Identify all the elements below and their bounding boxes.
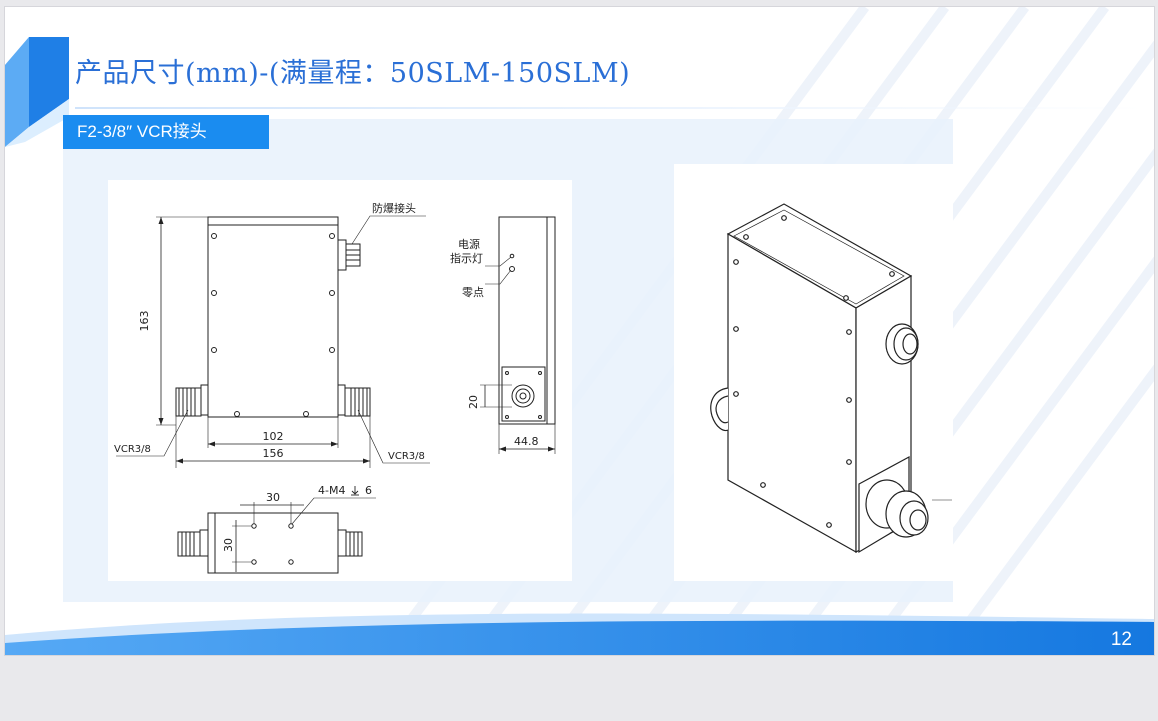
side-width-dimension: 44.8 <box>514 435 539 448</box>
bottom-hole-spacing-y: 30 <box>222 538 235 552</box>
side-port-height-dimension: 20 <box>467 395 480 409</box>
slide: 产品尺寸(mm)-(满量程：50SLM-150SLM) F2-3/8″ VCR接… <box>5 7 1154 655</box>
thread-spec-label: 4-M4 <box>318 484 345 497</box>
explosion-proof-fitting <box>337 239 361 271</box>
front-height-dimension: 163 <box>138 311 151 332</box>
left-vcr-fitting <box>175 384 209 417</box>
section-label: F2-3/8″ VCR接头 <box>63 115 269 149</box>
zero-point-label: 零点 <box>462 286 484 299</box>
left-fitting-label: VCR3/8 <box>114 444 151 455</box>
title-underline <box>75 107 1145 109</box>
explosion-proof-label: 防爆接头 <box>372 201 416 215</box>
iso-explosion-proof-fitting <box>885 323 919 365</box>
isometric-view-panel <box>674 164 953 581</box>
depth-symbol-icon <box>351 486 359 496</box>
front-inner-width-dimension: 102 <box>263 430 284 443</box>
thread-depth-label: 6 <box>365 484 372 497</box>
right-vcr-fitting <box>337 384 371 417</box>
slide-title: 产品尺寸(mm)-(满量程：50SLM-150SLM) <box>75 58 631 89</box>
dimension-drawing-panel: 163 102 156 VCR3/8 VCR3/8 防爆接头 <box>108 180 572 581</box>
dimension-drawing: 163 102 156 VCR3/8 VCR3/8 防爆接头 <box>114 201 556 574</box>
front-overall-width-dimension: 156 <box>263 447 284 460</box>
isometric-drawing <box>710 203 952 554</box>
front-view <box>116 215 430 468</box>
corner-accent-shape <box>5 37 69 147</box>
iso-right-vcr-fitting <box>865 479 929 538</box>
iso-left-vcr-fitting <box>710 387 729 432</box>
side-view <box>480 216 556 454</box>
right-fitting-label: VCR3/8 <box>388 451 425 462</box>
power-indicator-label-line1: 电源 <box>458 237 480 251</box>
power-indicator-label-line2: 指示灯 <box>450 251 483 265</box>
page-number: 12 <box>1110 629 1132 650</box>
bottom-view <box>177 497 376 574</box>
bottom-hole-spacing-x: 30 <box>266 491 280 504</box>
